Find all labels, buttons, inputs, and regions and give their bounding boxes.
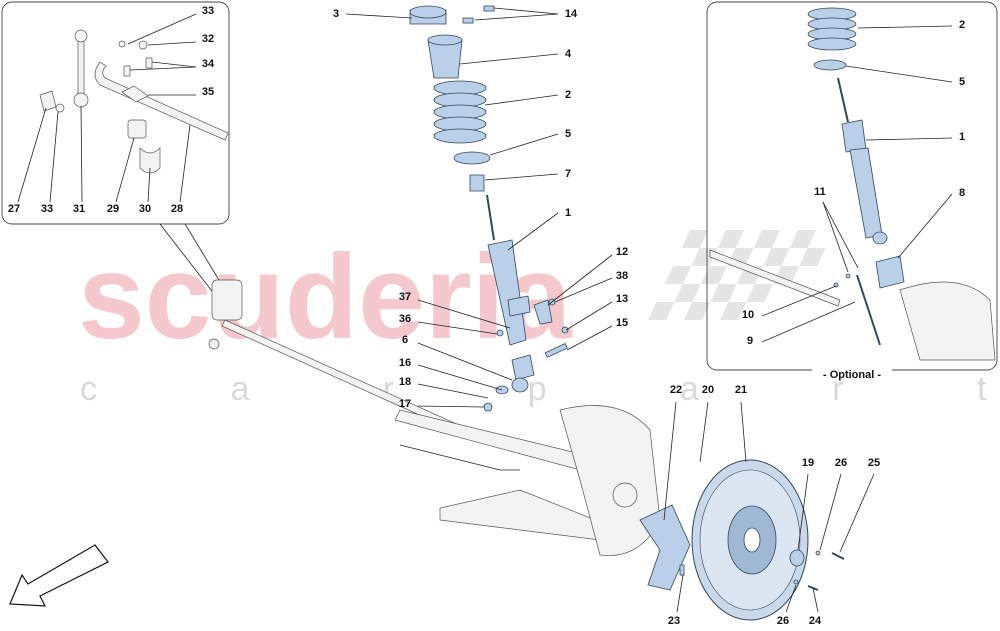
callout-c3: 3 <box>333 8 339 20</box>
optional-assembly <box>709 7 996 361</box>
callout-c30: 30 <box>139 203 151 215</box>
callout-c31: 31 <box>73 203 85 215</box>
callout-c37: 37 <box>399 291 411 303</box>
callout-c35: 35 <box>202 86 214 98</box>
actuator <box>875 255 905 289</box>
callout-c5b: 5 <box>959 76 965 88</box>
callout-c7: 7 <box>565 168 571 180</box>
optional-leaders <box>761 25 953 343</box>
damper-optional <box>849 147 883 239</box>
callout-c18: 18 <box>399 376 411 388</box>
callout-c38: 38 <box>616 270 628 282</box>
stabilizer-inset-frame <box>1 1 230 225</box>
callout-c9: 9 <box>747 335 753 347</box>
callout-c2a: 2 <box>565 89 571 101</box>
callout-c24: 24 <box>809 615 822 627</box>
coil-spring <box>433 80 487 144</box>
hub-carrier <box>559 405 661 556</box>
bump-stop-cover <box>427 39 463 79</box>
callout-c19: 19 <box>802 457 814 469</box>
callout-c32: 32 <box>202 33 214 45</box>
brake-leaders <box>663 401 875 613</box>
callout-c22: 22 <box>670 384 682 396</box>
callout-c15: 15 <box>616 317 628 329</box>
spacer <box>789 549 805 567</box>
callout-c1b: 1 <box>959 131 965 143</box>
stabilizer-link-rod <box>77 34 85 96</box>
callout-c8: 8 <box>959 187 965 199</box>
callout-c34: 34 <box>202 58 215 70</box>
callout-c5a: 5 <box>565 128 571 140</box>
washer <box>55 103 65 113</box>
callout-c17: 17 <box>399 398 411 410</box>
callout-c13: 13 <box>616 293 628 305</box>
optional-label-bg <box>812 366 892 378</box>
callout-c14: 14 <box>565 8 578 20</box>
optional-label: - Optional - <box>823 369 881 381</box>
coil-spring-optional <box>807 7 857 51</box>
callout-c28: 28 <box>171 203 183 215</box>
bushing <box>127 119 147 139</box>
stabilizer-bar <box>39 29 229 174</box>
shock-leaders <box>345 7 613 408</box>
brake-shield <box>639 504 691 591</box>
direction-arrow-icon <box>9 544 109 607</box>
shock-absorber-group <box>409 5 569 412</box>
clamp <box>139 147 161 174</box>
callout-c4: 4 <box>565 48 572 60</box>
callout-c33b: 33 <box>41 203 53 215</box>
stabilizer-inset-pointer <box>159 223 216 296</box>
callout-c11: 11 <box>814 186 826 198</box>
callout-c23: 23 <box>668 615 680 627</box>
lower-arm <box>439 489 609 541</box>
bracket <box>39 90 57 112</box>
callout-c21: 21 <box>735 384 747 396</box>
upper-arm <box>394 409 586 471</box>
callout-c26a: 26 <box>835 457 847 469</box>
spring-seat <box>453 151 491 165</box>
callout-c36: 36 <box>399 313 411 325</box>
stabilizer-leaders <box>17 13 197 203</box>
callout-c27: 27 <box>8 203 20 215</box>
callout-c12: 12 <box>616 246 628 258</box>
callout-c1a: 1 <box>565 207 571 219</box>
main-suspension-assembly <box>208 279 661 556</box>
callout-c6: 6 <box>402 334 408 346</box>
bump-stop <box>469 174 485 192</box>
callout-c10: 10 <box>742 309 754 321</box>
callout-c33a: 33 <box>202 5 214 17</box>
callout-c26b: 26 <box>777 615 789 627</box>
checkered-flag-watermark <box>648 230 826 320</box>
callout-c25: 25 <box>868 457 880 469</box>
callout-c2b: 2 <box>959 19 965 31</box>
brake-disc-group <box>639 459 845 621</box>
callout-c20: 20 <box>702 384 714 396</box>
callout-c29: 29 <box>107 203 119 215</box>
damper-body <box>487 239 527 346</box>
callout-c16: 16 <box>399 357 411 369</box>
stabilizer-inset-pointer <box>184 223 226 291</box>
